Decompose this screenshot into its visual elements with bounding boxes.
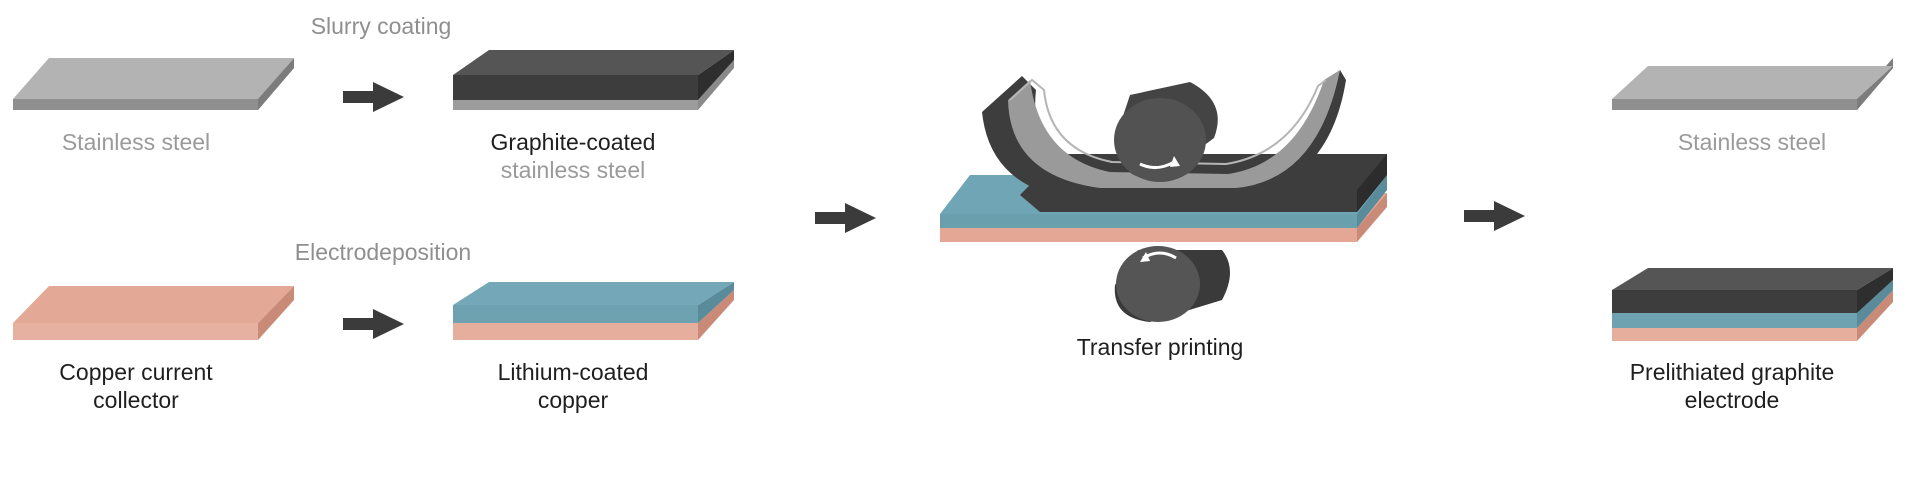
lithium-coated-copper-plate <box>453 282 734 340</box>
arrow-icon <box>343 82 404 112</box>
transfer-printing-illustration <box>940 70 1387 322</box>
stainless-steel-label-left: Stainless steel <box>61 129 211 155</box>
copper-plate <box>13 286 294 340</box>
transfer-printing-label: Transfer printing <box>1076 334 1244 360</box>
stainless-steel-label-right: Stainless steel <box>1677 129 1827 155</box>
slurry-coating-label: Slurry coating <box>310 13 452 39</box>
lithium-coated-copper-label: Lithium-coated copper <box>497 359 649 413</box>
graphite-coated-steel-plate <box>453 50 734 110</box>
prelithiated-graphite-electrode <box>1612 268 1893 341</box>
bottom-roller <box>1114 246 1230 322</box>
stainless-steel-plate-left <box>13 58 294 110</box>
arrow-icon <box>815 203 876 233</box>
arrow-icon <box>343 309 404 339</box>
top-roller <box>1114 82 1218 182</box>
prelithiated-graphite-electrode-label: Prelithiated graphite electrode <box>1629 359 1835 413</box>
stainless-steel-plate-right <box>1612 58 1893 110</box>
graphite-coated-steel-label: Graphite-coated stainless steel <box>490 129 656 183</box>
arrow-icon <box>1464 201 1525 231</box>
copper-current-collector-label: Copper current collector <box>59 359 213 413</box>
electrodeposition-label: Electrodeposition <box>294 239 472 265</box>
